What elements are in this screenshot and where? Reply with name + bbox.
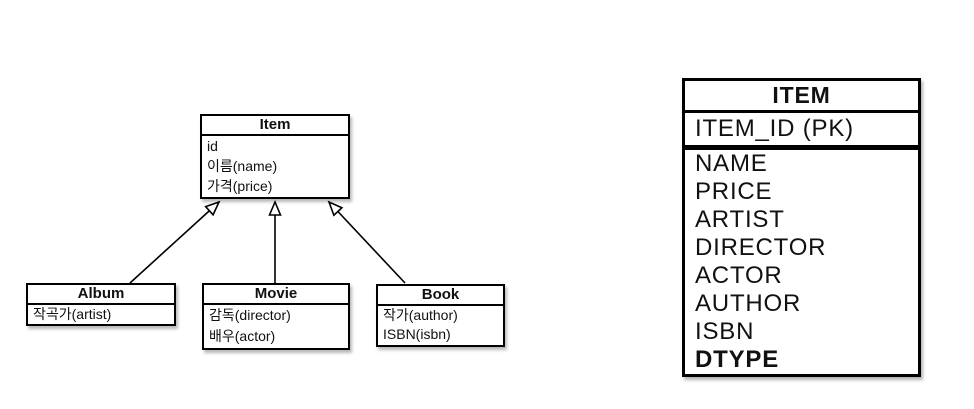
uml-class-item: Item id 이름(name) 가격(price) (200, 114, 350, 199)
uml-attribute: ISBN(isbn) (383, 326, 451, 342)
uml-attribute: 이름(name) (207, 158, 278, 174)
er-table-column: DTYPE (695, 346, 780, 373)
uml-class-book-title: Book (378, 286, 503, 306)
uml-class-movie-title: Movie (204, 285, 348, 305)
uml-attribute: 작곡가(artist) (33, 306, 112, 322)
er-table-primary-key: ITEM_ID (PK) (685, 113, 918, 150)
uml-class-book-attributes: 작가(author) ISBN(isbn) (378, 306, 503, 344)
uml-class-item-title: Item (202, 116, 348, 136)
er-table-column: ISBN (695, 318, 755, 345)
uml-class-item-attributes: id 이름(name) 가격(price) (202, 136, 348, 196)
generalization-arrow-album (129, 200, 221, 284)
er-table-title: ITEM (685, 81, 918, 113)
er-table-column: NAME (695, 150, 768, 177)
er-table-column: DIRECTOR (695, 234, 827, 261)
uml-class-album-title: Album (28, 285, 174, 305)
uml-attribute: 감독(director) (209, 307, 291, 323)
generalization-arrow-book (327, 200, 406, 284)
uml-class-album-attributes: 작곡가(artist) (28, 305, 174, 324)
uml-class-movie-attributes: 감독(director) 배우(actor) (204, 305, 348, 347)
uml-attribute: 작가(author) (383, 307, 458, 323)
uml-attribute: 가격(price) (207, 178, 273, 194)
er-table-column: ARTIST (695, 206, 785, 233)
uml-class-book: Book 작가(author) ISBN(isbn) (376, 284, 505, 347)
uml-class-movie: Movie 감독(director) 배우(actor) (202, 283, 350, 350)
er-table-column: ACTOR (695, 262, 783, 289)
uml-attribute: 배우(actor) (209, 328, 276, 344)
er-table-column: AUTHOR (695, 290, 802, 317)
er-table-column: PRICE (695, 178, 773, 205)
uml-attribute: id (207, 138, 218, 154)
uml-class-album: Album 작곡가(artist) (26, 283, 176, 326)
